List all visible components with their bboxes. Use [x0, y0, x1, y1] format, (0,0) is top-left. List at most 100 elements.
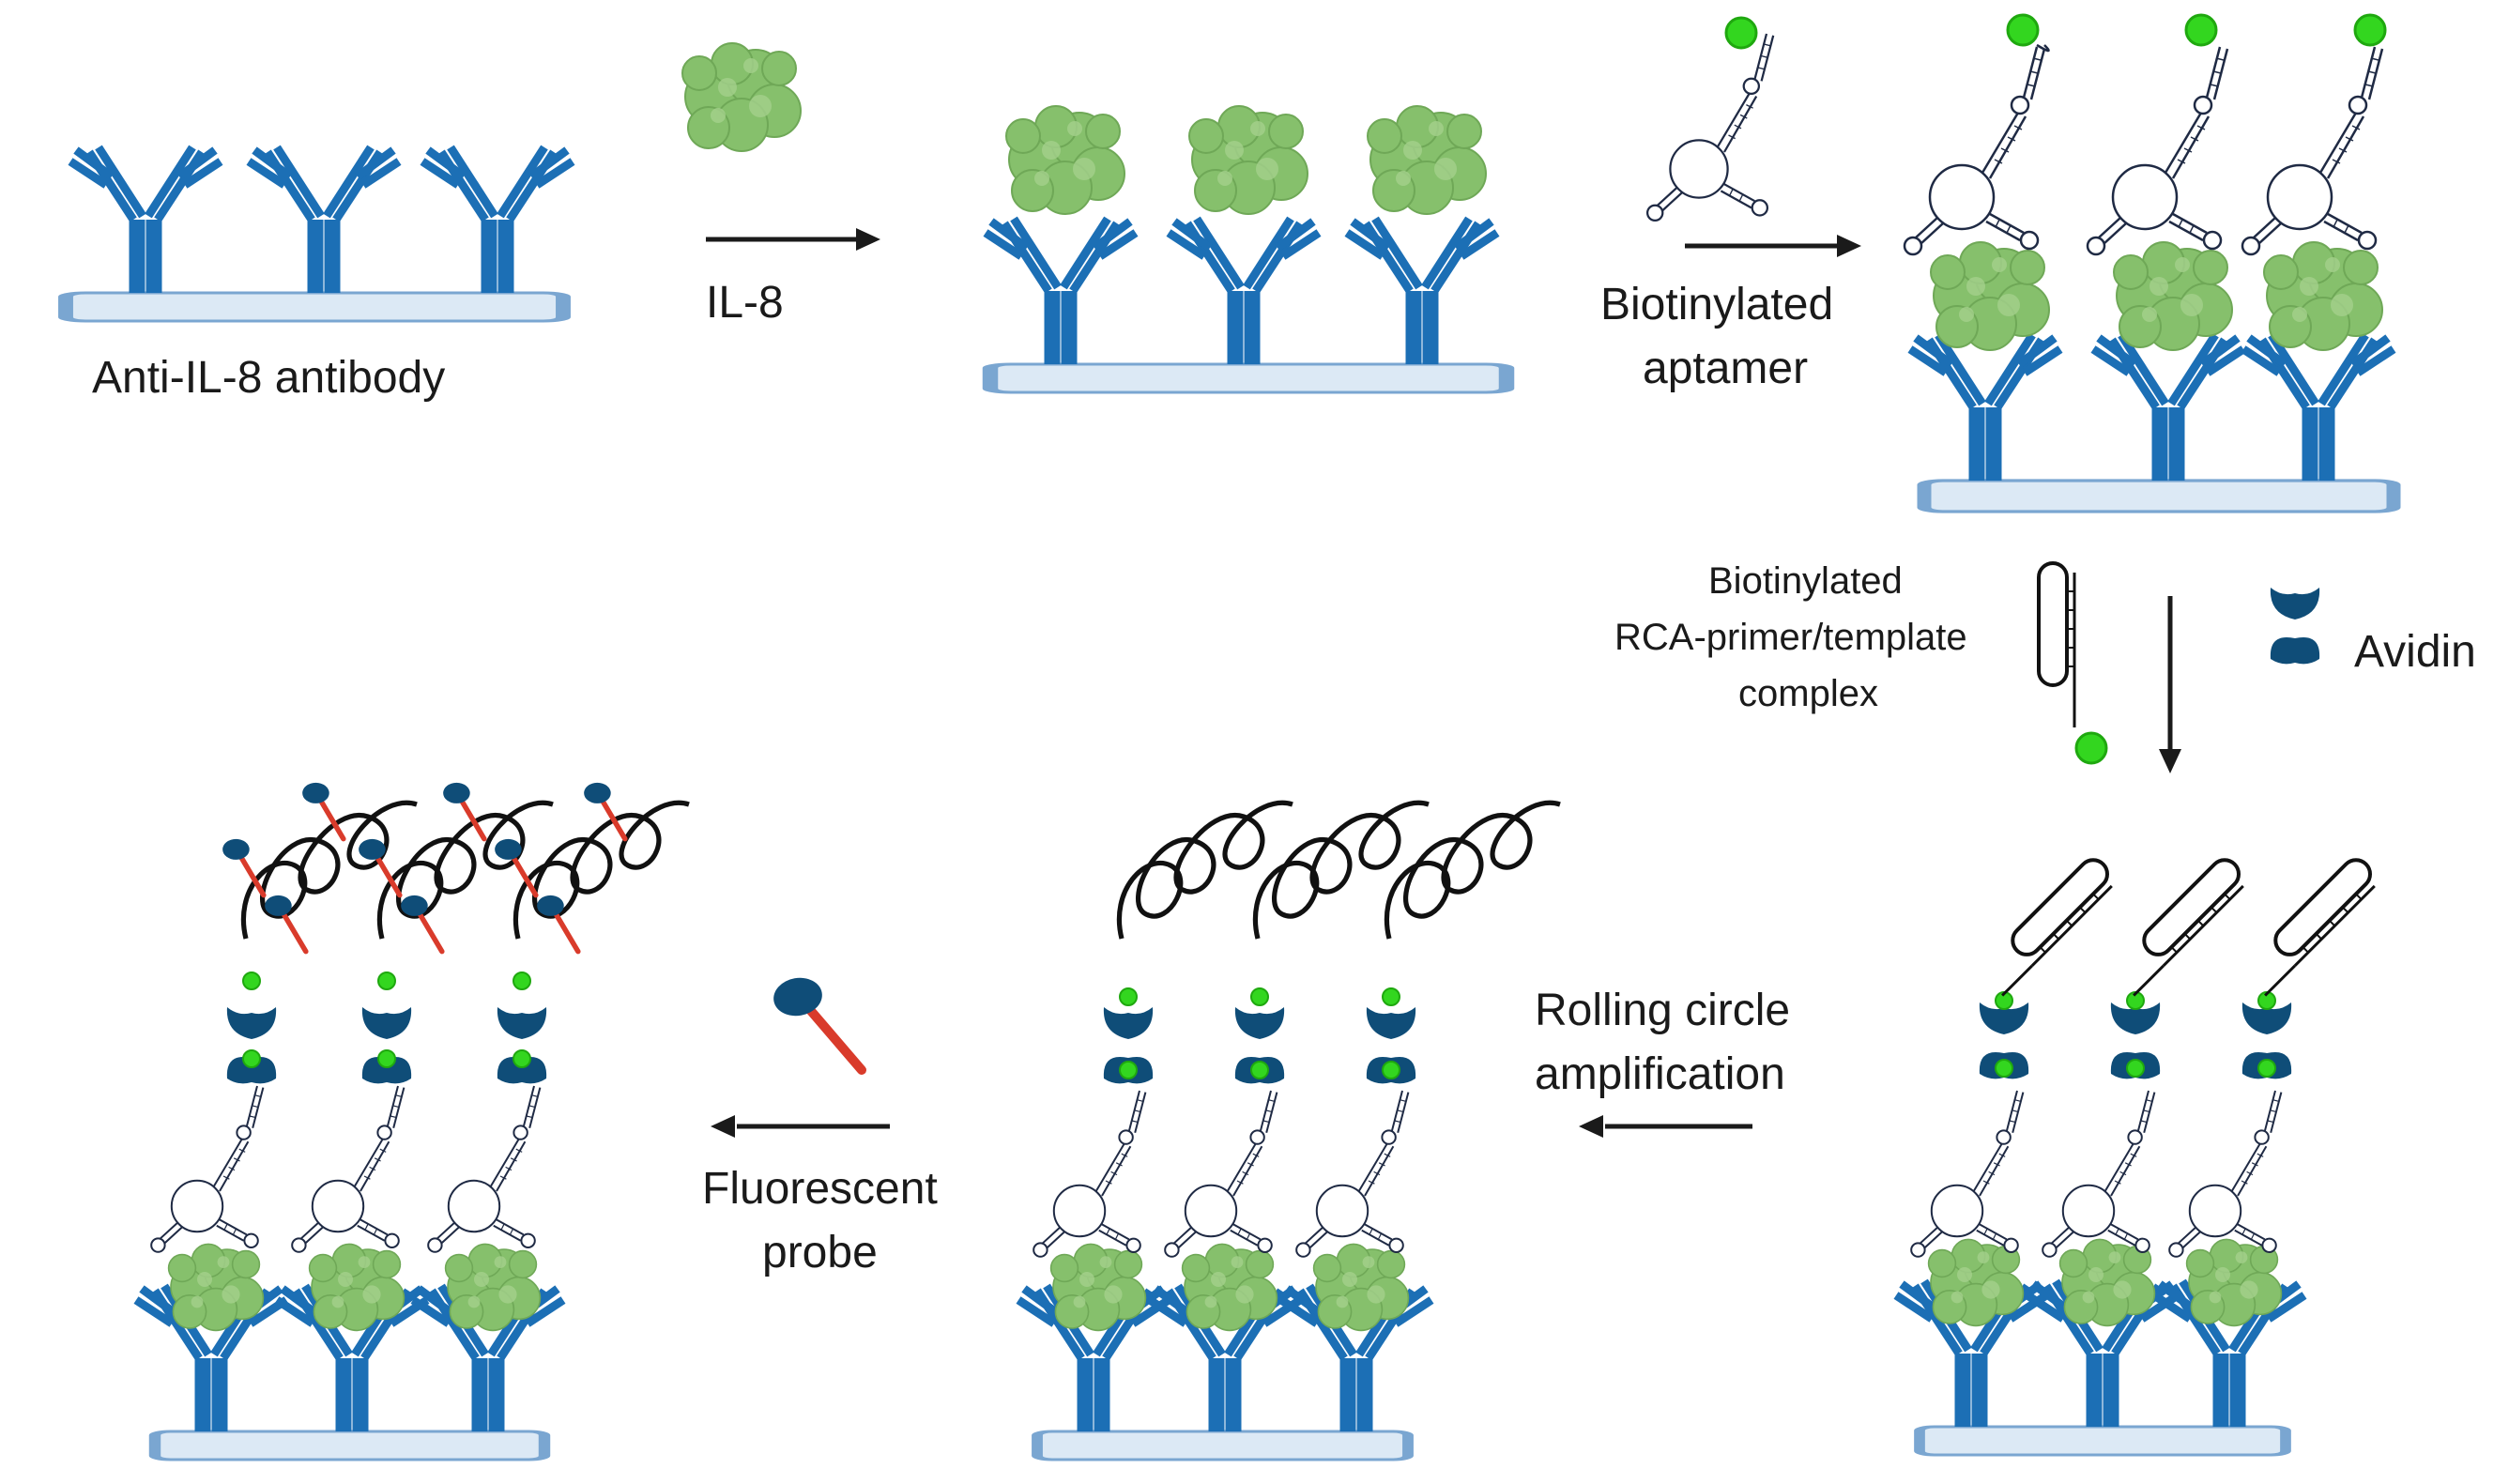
biotin-icon	[1119, 1061, 1138, 1079]
aptamer-icon	[2168, 1089, 2283, 1258]
substrate-slab	[1920, 1427, 2286, 1455]
aptamer-icon	[2042, 1089, 2156, 1258]
il8-protein-icon	[1005, 105, 1125, 215]
label-rca-2: RCA-primer/template	[1614, 617, 1967, 658]
il8-protein-icon	[681, 42, 802, 152]
antibody-icon	[2093, 335, 2243, 481]
rca-complex-icon	[2037, 561, 2076, 729]
fluorescent-probe-icon	[771, 974, 862, 1070]
biotin-icon	[1119, 987, 1138, 1006]
biotin-icon	[1250, 1061, 1269, 1079]
antibody-icon	[986, 219, 1136, 364]
il8-protein-icon	[308, 1243, 405, 1332]
dna-coil-icon	[379, 803, 553, 939]
substrate-slab	[155, 1431, 544, 1460]
panel-aptamer-sandwich	[1903, 13, 2394, 512]
label-rolling-1: Rolling circle	[1535, 986, 1790, 1035]
fluorescent-probe-icon	[294, 778, 352, 839]
biotin-icon	[513, 971, 531, 990]
aptamer-icon	[291, 1084, 405, 1253]
label-il8: IL-8	[706, 278, 784, 328]
biotin-icon	[2006, 13, 2040, 47]
label-antibody: Anti-IL-8 antibody	[92, 353, 445, 403]
substrate-slab	[1037, 1431, 1408, 1460]
dna-coil-icon	[243, 803, 417, 939]
avidin-icon	[497, 1007, 547, 1084]
panel-il8-bound	[986, 105, 1507, 392]
fluorescent-probe-icon	[528, 891, 587, 952]
biotin-icon	[2353, 13, 2387, 47]
rca-complex-icon	[1977, 854, 2119, 996]
antibody-icon	[70, 147, 221, 293]
biotin-icon	[377, 1049, 396, 1068]
aptamer-icon	[1910, 1089, 2025, 1258]
label-rca-1: Biotinylated	[1708, 560, 1903, 602]
dna-coil-icon	[1119, 803, 1293, 939]
label-rolling-2: amplification	[1535, 1049, 1785, 1099]
antibody-icon	[1347, 219, 1497, 364]
substrate-slab	[66, 293, 563, 321]
biotin-icon	[2257, 1059, 2276, 1078]
panel-antibody-surface: Anti-IL-8 antibody	[66, 147, 573, 403]
aptamer-icon	[1295, 1089, 1410, 1258]
label-probe-1: Fluorescent	[702, 1164, 938, 1214]
antibody-icon	[1910, 335, 2060, 481]
aptamer-icon	[2086, 45, 2229, 256]
aptamer-icon	[427, 1084, 542, 1253]
il8-protein-icon	[1049, 1243, 1147, 1332]
biotin-icon	[1995, 1059, 2013, 1078]
aptamer-icon	[1903, 45, 2046, 256]
substrate-slab	[990, 364, 1507, 392]
biotin-icon	[513, 1049, 531, 1068]
avidin-icon	[361, 1007, 412, 1084]
dna-coil-icon	[1386, 803, 1560, 939]
fluorescent-probe-icon	[392, 891, 451, 952]
aptamer-icon	[2241, 45, 2384, 256]
biotin-icon	[1382, 987, 1400, 1006]
label-avidin: Avidin	[2354, 627, 2476, 677]
step-rolling-circle: Rolling circle amplification	[1535, 986, 1790, 1138]
biotin-icon	[2126, 1059, 2145, 1078]
panel-rca-products	[1018, 803, 1560, 1460]
biotin-icon	[1724, 16, 1758, 50]
aptamer-icon	[150, 1084, 265, 1253]
aptamer-icon	[1645, 32, 1775, 222]
label-aptamer-1: Biotinylated	[1600, 280, 1833, 329]
biotin-icon	[2184, 13, 2218, 47]
il8-protein-icon	[1188, 105, 1308, 215]
label-rca-3: complex	[1738, 673, 1878, 714]
aptamer-icon	[1033, 1089, 1147, 1258]
biotin-icon	[1250, 987, 1269, 1006]
dna-coil-icon	[1255, 803, 1429, 939]
biotin-icon	[1382, 1061, 1400, 1079]
il8-protein-icon	[167, 1243, 265, 1332]
biotin-icon	[2074, 731, 2108, 765]
il8-protein-icon	[1367, 105, 1487, 215]
step-rca: Biotinylated RCA-primer/template complex…	[1614, 560, 2476, 773]
antibody-icon	[422, 147, 573, 293]
il8-protein-icon	[2113, 241, 2233, 351]
label-probe-2: probe	[762, 1228, 878, 1277]
antibody-icon	[249, 147, 399, 293]
il8-protein-icon	[2263, 241, 2383, 351]
antibody-icon	[2243, 335, 2394, 481]
biotin-icon	[377, 971, 396, 990]
step-fluorescent-probe: Fluorescent probe	[702, 974, 938, 1277]
rca-complex-icon	[2240, 854, 2381, 996]
il8-protein-icon	[444, 1243, 542, 1332]
dna-coil-icon	[515, 803, 689, 939]
panel-probe-labeled	[136, 778, 689, 1460]
avidin-icon	[226, 1007, 277, 1084]
il8-protein-icon	[1181, 1243, 1278, 1332]
label-aptamer-2: aptamer	[1643, 344, 1808, 393]
panel-rca-bound	[1896, 854, 2381, 1455]
il8-protein-icon	[1312, 1243, 1410, 1332]
il8-protein-icon	[1930, 241, 2050, 351]
fluorescent-probe-icon	[256, 891, 314, 952]
step-aptamer: Biotinylated aptamer	[1600, 16, 1861, 393]
rca-complex-icon	[2108, 854, 2250, 996]
biotin-icon	[242, 1049, 261, 1068]
biotin-icon	[242, 971, 261, 990]
antibody-icon	[1169, 219, 1319, 364]
